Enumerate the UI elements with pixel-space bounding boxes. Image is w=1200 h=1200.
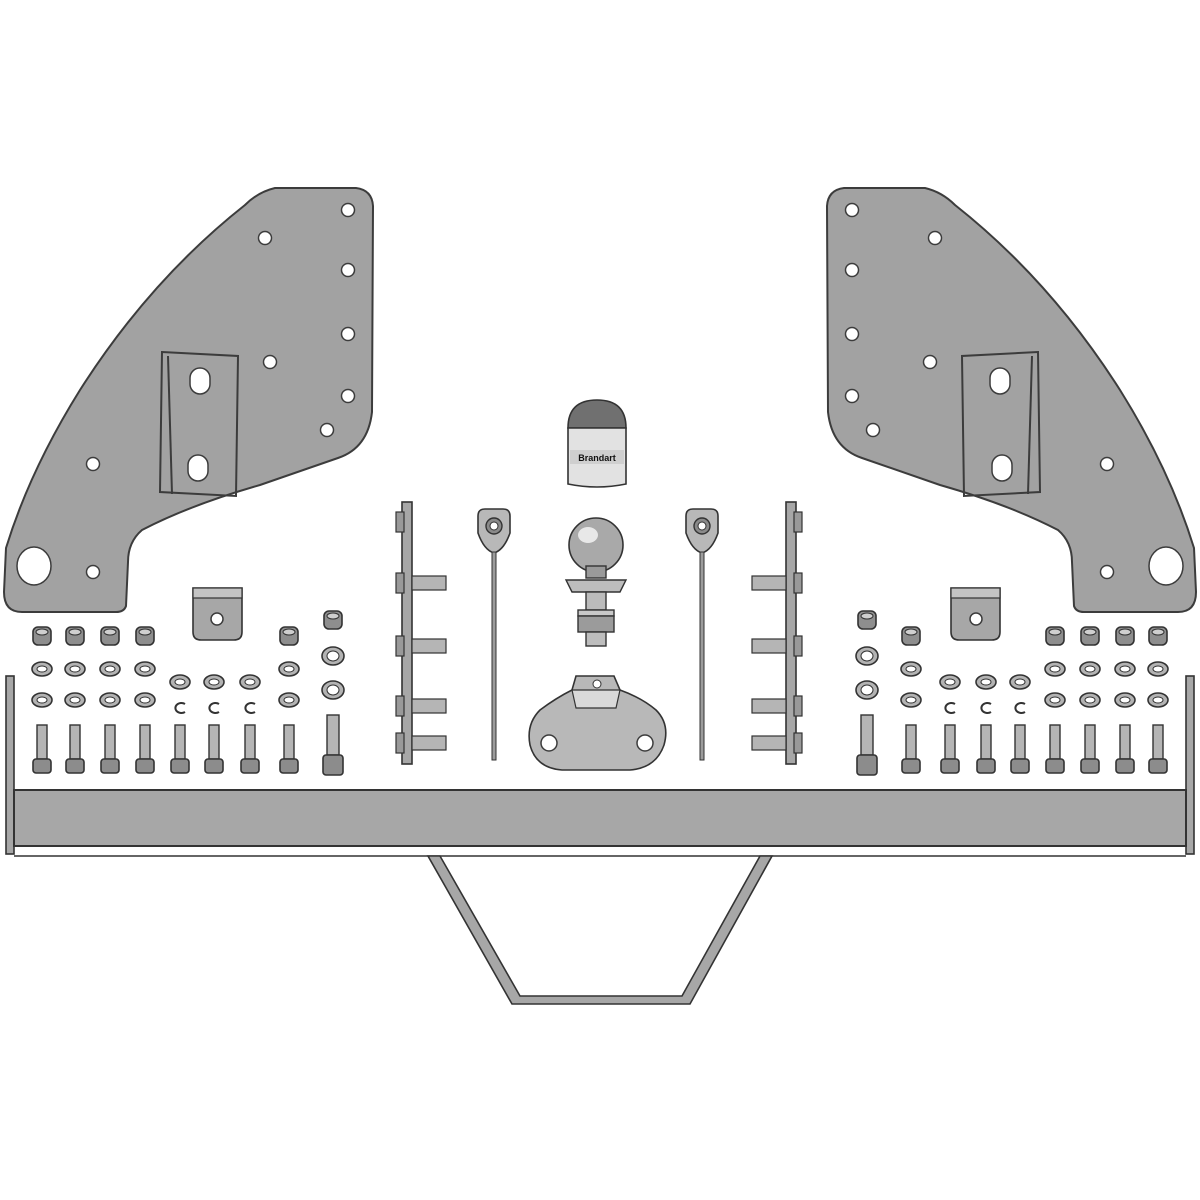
- hex-bolt: [856, 714, 878, 776]
- cover-cap: Brandart: [567, 399, 627, 488]
- washer: [64, 661, 86, 677]
- left-safety-cable: [477, 508, 511, 761]
- hex-nut: [1115, 626, 1135, 646]
- hex-bolt: [240, 724, 260, 774]
- hex-nut: [32, 626, 52, 646]
- right-hardware-set: [855, 610, 1169, 776]
- washer: [900, 692, 922, 708]
- hex-bolt: [65, 724, 85, 774]
- right-safety-cable: [685, 508, 719, 761]
- hex-nut: [323, 610, 343, 630]
- washer: [1009, 674, 1031, 690]
- washer: [169, 674, 191, 690]
- washer: [239, 674, 261, 690]
- hex-bolt: [1148, 724, 1168, 774]
- tow-ball: [564, 517, 628, 647]
- hex-bolt: [279, 724, 299, 774]
- left-hardware-set: [31, 610, 345, 776]
- hex-bolt: [170, 724, 190, 774]
- spring-clip: [208, 702, 220, 714]
- hex-bolt: [135, 724, 155, 774]
- washer: [1044, 692, 1066, 708]
- right-stud-plate: [751, 501, 803, 765]
- hex-nut: [1148, 626, 1168, 646]
- washer: [321, 646, 345, 666]
- spring-clip: [944, 702, 956, 714]
- spring-clip: [174, 702, 186, 714]
- hex-nut: [1045, 626, 1065, 646]
- hex-bolt: [32, 724, 52, 774]
- washer: [939, 674, 961, 690]
- hex-bolt: [940, 724, 960, 774]
- left-mounting-plate: [2, 187, 375, 613]
- washer: [855, 680, 879, 700]
- washer: [855, 646, 879, 666]
- hex-nut: [65, 626, 85, 646]
- hex-bolt: [1045, 724, 1065, 774]
- rear-cross-bar: [5, 675, 1195, 857]
- hex-nut: [135, 626, 155, 646]
- washer: [278, 661, 300, 677]
- hex-bolt: [1080, 724, 1100, 774]
- hex-nut: [100, 626, 120, 646]
- hex-nut: [1080, 626, 1100, 646]
- washer: [134, 661, 156, 677]
- hex-nut: [857, 610, 877, 630]
- washer: [203, 674, 225, 690]
- hex-bolt: [901, 724, 921, 774]
- socket-bracket: [528, 675, 667, 771]
- washer: [1079, 692, 1101, 708]
- right-mounting-plate: [825, 187, 1198, 613]
- washer: [278, 692, 300, 708]
- washer: [31, 661, 53, 677]
- hex-bolt: [976, 724, 996, 774]
- washer: [1114, 692, 1136, 708]
- drawbar-hoop: [426, 855, 774, 1005]
- washer: [975, 674, 997, 690]
- washer: [1044, 661, 1066, 677]
- washer: [1147, 692, 1169, 708]
- washer: [64, 692, 86, 708]
- washer: [31, 692, 53, 708]
- washer: [900, 661, 922, 677]
- right-angle-bracket: [950, 587, 1001, 641]
- hex-nut: [901, 626, 921, 646]
- hex-nut: [279, 626, 299, 646]
- hex-bolt: [204, 724, 224, 774]
- washer: [99, 661, 121, 677]
- cover-cap-brand-text: Brandart: [578, 453, 616, 463]
- washer: [1114, 661, 1136, 677]
- washer: [1147, 661, 1169, 677]
- washer: [321, 680, 345, 700]
- spring-clip: [980, 702, 992, 714]
- washer: [1079, 661, 1101, 677]
- hex-bolt: [322, 714, 344, 776]
- hex-bolt: [1115, 724, 1135, 774]
- hex-bolt: [100, 724, 120, 774]
- hex-bolt: [1010, 724, 1030, 774]
- spring-clip: [244, 702, 256, 714]
- left-stud-plate: [395, 501, 447, 765]
- spring-clip: [1014, 702, 1026, 714]
- left-angle-bracket: [192, 587, 243, 641]
- washer: [99, 692, 121, 708]
- washer: [134, 692, 156, 708]
